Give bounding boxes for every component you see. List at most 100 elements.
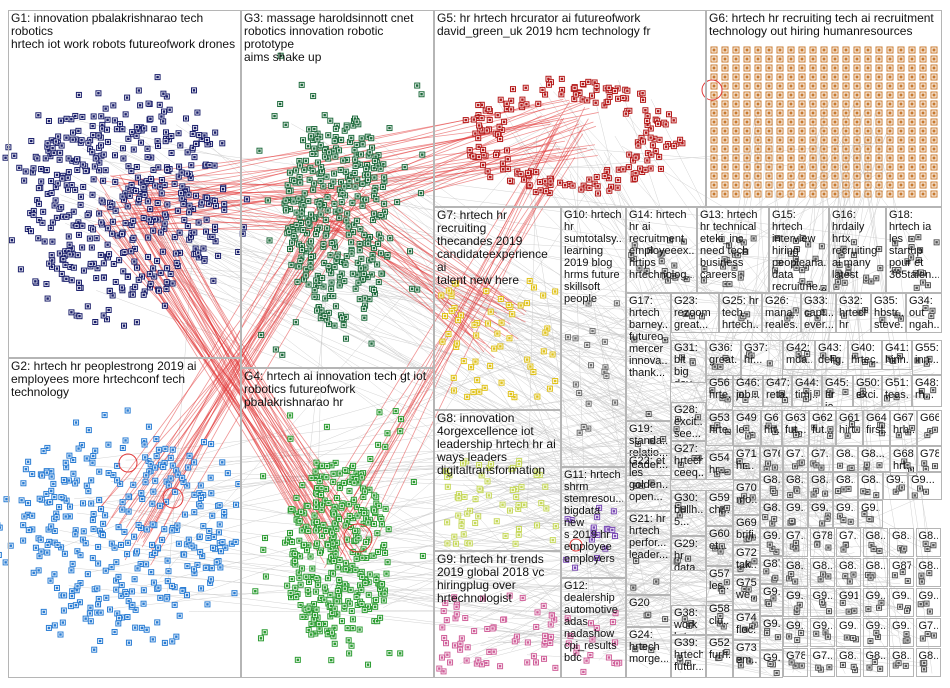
vertex-image: [193, 126, 197, 130]
vertex-image: [166, 203, 169, 206]
edge: [599, 526, 818, 575]
edge: [603, 371, 826, 470]
edge: [526, 170, 603, 647]
edge: [362, 516, 874, 609]
vertex-image: [142, 127, 146, 130]
edge: [319, 217, 930, 321]
vertex-image: [153, 127, 156, 131]
vertex-image: [148, 286, 152, 289]
vertex-image: [50, 259, 54, 262]
vertex-image: [188, 204, 191, 207]
edge: [346, 394, 932, 545]
edge: [364, 552, 610, 617]
vertex-image: [146, 155, 149, 159]
edge: [96, 217, 362, 511]
edge: [327, 120, 578, 219]
vertex-image: [130, 169, 133, 173]
edge: [818, 174, 844, 464]
edge: [469, 470, 908, 612]
edge: [520, 470, 842, 520]
vertex-image: [121, 195, 124, 198]
vertex-image: [187, 193, 190, 196]
vertex-image: [213, 164, 216, 167]
vertex-image: [122, 198, 126, 201]
edge: [460, 291, 801, 468]
vertex-image: [143, 290, 146, 293]
edge: [119, 200, 348, 524]
vertex-image: [37, 186, 41, 190]
edge: [160, 214, 681, 629]
vertex-image: [120, 286, 124, 289]
edge: [373, 176, 928, 577]
edge: [363, 491, 483, 514]
vertex-image: [111, 220, 115, 223]
edge: [180, 499, 576, 553]
edge: [386, 224, 826, 314]
edge: [553, 91, 833, 394]
vertex-image: [50, 253, 53, 257]
edge: [595, 332, 684, 567]
edge: [477, 291, 801, 606]
vertex-image: [70, 247, 74, 250]
edge: [364, 149, 908, 548]
vertex-image: [99, 221, 103, 224]
edge: [464, 508, 854, 575]
vertex-image: [185, 188, 188, 191]
vertex-image: [214, 204, 218, 208]
edge: [796, 91, 851, 612]
edge: [362, 103, 544, 186]
edge: [596, 551, 801, 613]
vertex: [0, 551, 2, 558]
vertex-image: [169, 272, 172, 276]
vertex-image: [76, 253, 80, 257]
edge: [349, 115, 542, 212]
edge: [608, 171, 846, 674]
vertex-image: [51, 240, 54, 243]
edge: [136, 220, 319, 543]
edge: [518, 532, 825, 670]
vertex-image: [46, 145, 49, 148]
vertex-image: [179, 191, 183, 195]
vertex-image: [67, 235, 71, 238]
vertex-image: [53, 204, 56, 207]
edge: [603, 324, 776, 550]
edge: [504, 477, 776, 553]
vertex-image: [106, 227, 110, 230]
vertex-image: [139, 181, 143, 184]
edge: [65, 135, 903, 242]
vertex-image: [139, 192, 142, 196]
edge: [503, 366, 863, 493]
vertex-image: [147, 102, 150, 105]
edge: [501, 434, 725, 528]
vertex-image: [142, 293, 145, 297]
vertex-image: [207, 202, 211, 206]
vertex-image: [47, 149, 50, 152]
vertex-image: [41, 210, 45, 214]
vertex-image: [80, 246, 84, 249]
edge: [308, 212, 496, 334]
edge: [145, 366, 835, 551]
vertex-image: [32, 167, 35, 170]
vertex-image: [130, 130, 134, 134]
vertex-image: [151, 267, 155, 270]
vertex-image: [35, 198, 39, 202]
vertex-image: [104, 168, 107, 172]
vertex-image: [163, 213, 167, 216]
vertex-image: [158, 103, 162, 107]
vertex-image: [120, 232, 124, 236]
vertex-image: [104, 107, 107, 110]
vertex-image: [55, 267, 59, 270]
vertex-image: [55, 173, 59, 177]
vertex-image: [176, 264, 180, 268]
vertex-image: [178, 231, 181, 234]
vertex-image: [162, 110, 166, 113]
vertex-image: [164, 131, 168, 134]
vertex-image: [114, 209, 117, 212]
vertex-image: [32, 209, 36, 213]
vertex-image: [126, 275, 130, 279]
edge: [171, 232, 767, 547]
edge: [603, 295, 775, 400]
vertex-image: [67, 157, 70, 160]
edge: [584, 319, 790, 642]
vertex-image: [122, 270, 125, 273]
